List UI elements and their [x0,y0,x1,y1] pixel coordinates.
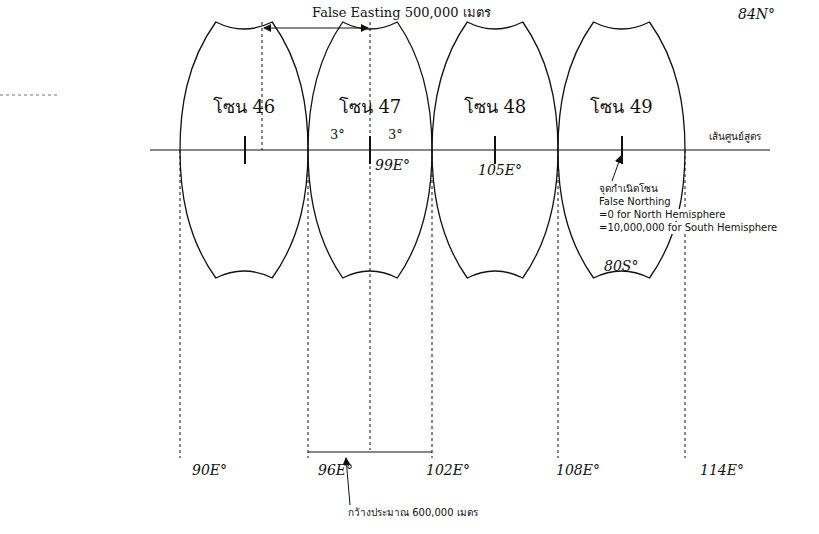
note-text: =0 for North Hemisphere [598,209,726,221]
longitude-label: 99E° [375,157,410,173]
longitude-label: 105E° [478,162,522,178]
zone-lens [558,22,685,278]
utm-zone: โซน 46 [180,22,308,278]
false-easting-arrow [264,28,368,29]
note-text: จุดกำเนิดโซน [598,183,659,195]
zone-name: โซน 49 [558,92,685,121]
meridian-guides [180,22,685,458]
latitude-label: 80S° [604,258,638,274]
longitude-label: 90E° [192,462,227,478]
zone-outline [558,22,685,278]
zone-name: โซน 47 [308,92,432,121]
angle-label: 3° [330,128,345,143]
utm-zone: โซน 47 [308,22,432,278]
zone-lens [308,22,432,278]
zone-outline [432,22,558,278]
dimension-label: False Easting 500,000 เมตร [312,6,491,21]
width-line [308,452,432,453]
longitude-label: 108E° [556,462,600,478]
zone-outline [308,22,432,278]
origin-leader [612,156,621,181]
equator-label: เส้นศูนย์สูตร [708,131,762,143]
utm-zone: โซน 48 [432,22,558,278]
zone-outline [180,22,308,278]
zone-name: โซน 46 [180,92,308,121]
latitude-label: 84N° [738,6,775,22]
longitude-label: 102E° [426,462,470,478]
dimension-label: กว้างประมาณ 600,000 เมตร [348,507,478,519]
zone-name: โซน 48 [432,92,558,121]
zone-lens [180,22,308,278]
longitude-label: 114E° [700,462,744,478]
central-meridian-ticks [245,136,622,164]
note-text: False Northing [598,196,672,208]
longitude-label: 96E° [318,462,353,478]
equator-line [150,149,770,150]
zone-lens [432,22,558,278]
dotted-guide [0,95,60,96]
note-text: =10,000,000 for South Hemisphere [598,222,778,234]
angle-label: 3° [388,128,403,143]
utm-zone: โซน 49 [558,22,685,278]
